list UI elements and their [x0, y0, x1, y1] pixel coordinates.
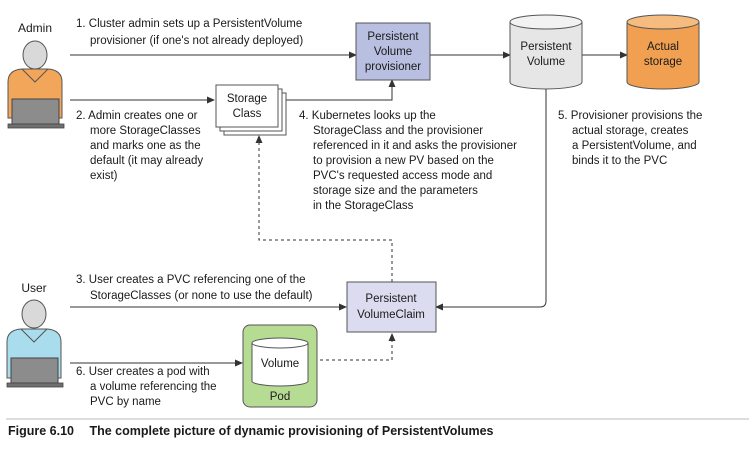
- actual-storage-node: Actual storage: [626, 14, 700, 90]
- provisioner-label-line1: Persistent: [367, 31, 419, 43]
- volume-cylinder: Volume: [251, 337, 309, 387]
- step2-line4: default (it may already: [90, 155, 203, 167]
- arrow-pv-to-pvc: [435, 85, 547, 311]
- volume-label: Volume: [261, 358, 299, 370]
- step4-line1: 4. Kubernetes looks up the: [299, 110, 436, 122]
- step1-line1: 1. Cluster admin sets up a PersistentVol…: [76, 18, 302, 30]
- step1-text: 1. Cluster admin sets up a PersistentVol…: [76, 18, 303, 47]
- step5-line4: binds it to the PVC: [572, 155, 667, 167]
- step4-line5: PVC's requested access mode and: [313, 170, 492, 182]
- admin-label: Admin: [18, 21, 52, 35]
- step5-line3: a PersistentVolume, and: [572, 140, 697, 152]
- pod-node: Volume Pod: [242, 324, 318, 408]
- admin-laptop-icon: [7, 98, 65, 129]
- step6-line1: 6. User creates a pod with: [76, 366, 210, 378]
- admin-actor: Admin: [7, 21, 65, 129]
- pv-label-line1: Persistent: [520, 41, 572, 53]
- step5-text: 5. Provisioner provisions the actual sto…: [558, 110, 702, 167]
- figure-caption: Figure 6.10 The complete picture of dyna…: [6, 418, 749, 438]
- step2-line5: exist): [90, 170, 118, 182]
- step4-line3: referenced in it and asks the provisione…: [313, 140, 517, 152]
- user-actor: User: [6, 281, 64, 388]
- step2-line2: more StorageClasses: [90, 125, 201, 137]
- step4-line7: in the StorageClass: [313, 200, 414, 212]
- caption-text: The complete picture of dynamic provisio…: [89, 424, 493, 438]
- storageclass-label-line1: Storage: [227, 93, 267, 105]
- pvc-label-line1: Persistent: [365, 293, 417, 305]
- step3-text: 3. User creates a PVC referencing one of…: [76, 274, 313, 302]
- caption-label: Figure 6.10 The complete picture of dyna…: [8, 424, 494, 438]
- arrow-pvc-to-storageclass: [255, 135, 393, 282]
- storage-label-line1: Actual: [647, 41, 679, 53]
- pod-label: Pod: [270, 391, 290, 403]
- arrow-volume-to-pvc: [308, 333, 396, 361]
- persistent-volume-node: Persistent Volume: [509, 14, 583, 90]
- storage-label-line2: storage: [644, 56, 682, 68]
- step6-text: 6. User creates a pod with a volume refe…: [76, 366, 217, 408]
- provisioner-label-line3: provisioner: [365, 61, 421, 73]
- step4-line4: to provision a new PV based on the: [313, 155, 494, 167]
- step4-text: 4. Kubernetes looks up the StorageClass …: [299, 110, 517, 212]
- step3-line1: 3. User creates a PVC referencing one of…: [76, 274, 305, 286]
- step2-text: 2. Admin creates one or more StorageClas…: [76, 110, 203, 182]
- step4-line6: storage size and the parameters: [313, 185, 478, 197]
- user-label: User: [21, 281, 46, 295]
- step6-line3: PVC by name: [90, 396, 161, 408]
- pv-label-line2: Volume: [527, 56, 565, 68]
- step5-line2: actual storage, creates: [572, 125, 689, 137]
- pvc-label-line2: VolumeClaim: [357, 309, 425, 321]
- step6-line2: a volume referencing the: [90, 381, 217, 393]
- caption-figure-number: Figure 6.10: [8, 424, 74, 438]
- storage-class-node: Storage Class: [215, 84, 287, 136]
- pvc-node: Persistent VolumeClaim: [346, 281, 437, 333]
- step5-line1: 5. Provisioner provisions the: [558, 110, 702, 122]
- user-laptop-icon: [6, 357, 64, 388]
- step3-line2: StorageClasses (or none to use the defau…: [90, 290, 313, 302]
- step4-line2: StorageClass and the provisioner: [313, 125, 483, 137]
- provisioner-label-line2: Volume: [374, 46, 412, 58]
- step2-line1: 2. Admin creates one or: [76, 110, 198, 122]
- provisioner-node: Persistent Volume provisioner: [355, 22, 431, 81]
- step1-line2: provisioner (if one's not already deploy…: [90, 35, 303, 47]
- step2-line3: and marks one as the: [90, 140, 201, 152]
- arrow-storageclass-to-provisioner: [284, 79, 396, 101]
- storageclass-label-line2: Class: [233, 108, 262, 120]
- connectors: [70, 51, 628, 367]
